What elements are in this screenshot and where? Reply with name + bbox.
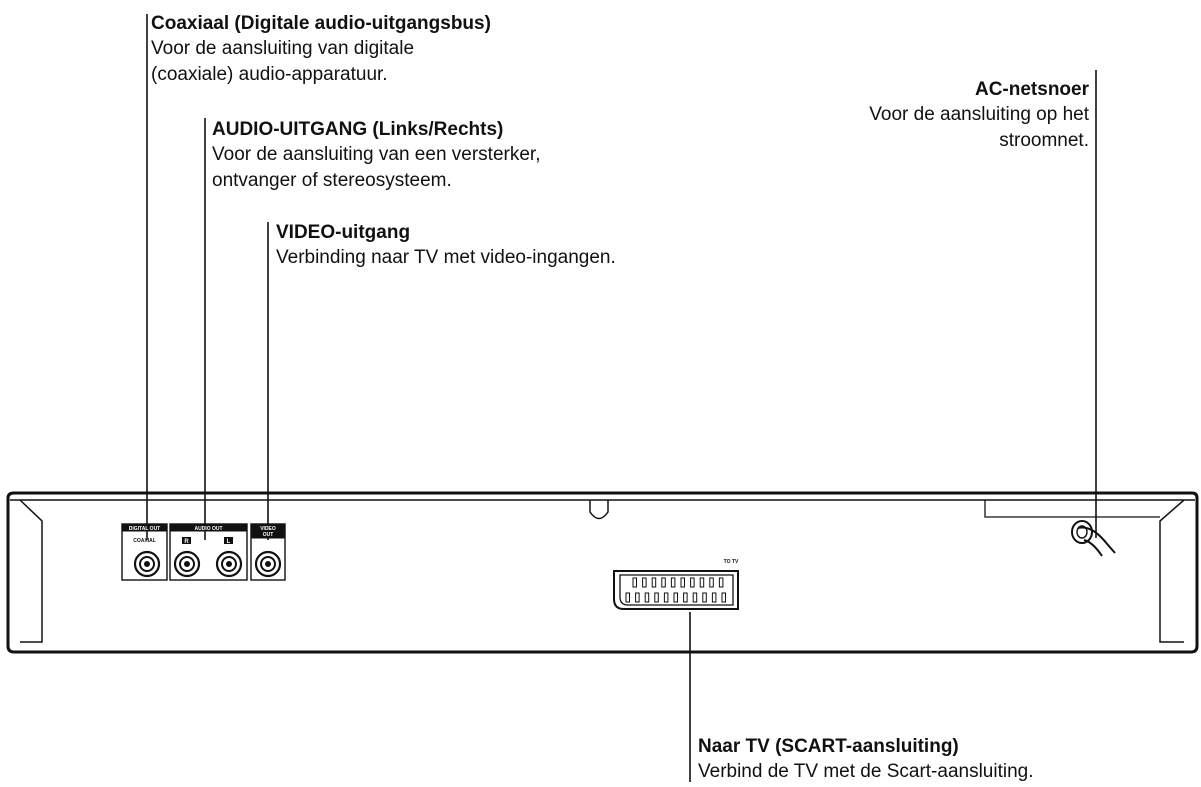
scart-connector	[613, 570, 739, 610]
video-out-callout-description: Verbinding naar TV met video-ingangen.	[276, 247, 616, 268]
scart-pin	[661, 577, 666, 588]
scart-pin	[663, 592, 669, 603]
video-out-label-line2: OUT	[263, 532, 274, 538]
scart-pin	[709, 577, 714, 588]
scart-pin	[690, 577, 695, 588]
audio-out-header	[169, 523, 248, 532]
scart-pin	[702, 592, 707, 603]
scart-pin	[680, 577, 685, 588]
video-out-header	[250, 523, 286, 539]
scart-pin	[642, 577, 647, 588]
scart-callout-description: Verbind de TV met de Scart-aansluiting.	[698, 761, 1034, 782]
video-out-jack	[254, 550, 282, 578]
scart-pins-top	[632, 577, 724, 588]
coaxial-callout: Coaxiaal (Digitale audio-uitgangsbus) Vo…	[151, 12, 491, 88]
left-channel-tag	[224, 537, 233, 544]
video-out-callout-title: VIDEO-uitgang	[276, 222, 411, 243]
digital-out-label: DIGITAL OUT	[129, 526, 160, 532]
coaxial-label: COAXIAL	[133, 538, 156, 544]
coaxial-jack	[133, 550, 161, 578]
digital-out-header	[121, 523, 168, 532]
right-side-bracket	[1159, 499, 1185, 643]
scart-pin	[635, 592, 640, 603]
ac-cord-callout-title: AC-netsnoer	[974, 79, 1089, 100]
scart-pin	[699, 577, 705, 588]
leader-lines	[146, 14, 1097, 782]
scart-pin	[651, 577, 657, 588]
audio-out-label: AUDIO OUT	[194, 526, 222, 532]
left-channel-label: L	[227, 539, 231, 545]
audio-out-callout-description: Voor de aansluiting van een versterker, …	[212, 144, 541, 191]
audio-right-jack	[173, 550, 201, 578]
audio-out-callout: AUDIO-UITGANG (Links/Rechts) Voor de aan…	[212, 118, 540, 194]
rca-jacks	[133, 550, 282, 578]
scart-pin	[683, 592, 688, 603]
coaxial-callout-title: Coaxiaal (Digitale audio-uitgangsbus)	[151, 13, 491, 34]
left-side-bracket	[19, 499, 43, 643]
scart-callout: Naar TV (SCART-aansluiting) Verbind de T…	[698, 735, 1034, 785]
cord-grommet	[1071, 520, 1093, 544]
ac-cord-callout-description: Voor de aansluiting op het stroomnet.	[869, 104, 1089, 151]
scart-pin	[718, 577, 724, 588]
scart-pin	[711, 592, 717, 603]
top-notch	[589, 500, 609, 520]
scart-pin	[644, 592, 650, 603]
player-outline	[6, 491, 1199, 654]
player-body	[6, 491, 1199, 654]
audio-out-callout-title: AUDIO-UITGANG (Links/Rechts)	[212, 119, 504, 140]
right-channel-tag	[182, 537, 191, 544]
scart-callout-title: Naar TV (SCART-aansluiting)	[698, 736, 959, 757]
ac-power-cord	[1071, 520, 1116, 557]
audio-left-jack	[215, 550, 243, 578]
to-tv-label: TO TV	[724, 559, 739, 565]
ac-cord-callout: AC-netsnoer Voor de aansluiting op het s…	[869, 78, 1089, 154]
scart-pin	[654, 592, 659, 603]
scart-pin	[632, 577, 637, 588]
audio-out-box	[169, 523, 248, 581]
right-channel-label: R	[184, 539, 189, 545]
power-recess	[984, 500, 1160, 518]
scart-pin	[625, 592, 630, 603]
scart-pins-bottom	[625, 592, 726, 603]
scart-pin	[692, 592, 698, 603]
scart-inner-shell	[619, 574, 734, 606]
coaxial-callout-description: Voor de aansluiting van digitale (coaxia…	[151, 38, 415, 85]
scart-pin	[670, 577, 676, 588]
jack-panel	[121, 523, 286, 581]
cord-wire	[1077, 526, 1116, 557]
video-out-callout: VIDEO-uitgang Verbinding naar TV met vid…	[276, 221, 616, 271]
video-out-label-line1: VIDEO	[260, 526, 276, 532]
scart-pin	[721, 592, 726, 603]
scart-outer-shell	[613, 570, 739, 610]
scart-pin	[673, 592, 678, 603]
